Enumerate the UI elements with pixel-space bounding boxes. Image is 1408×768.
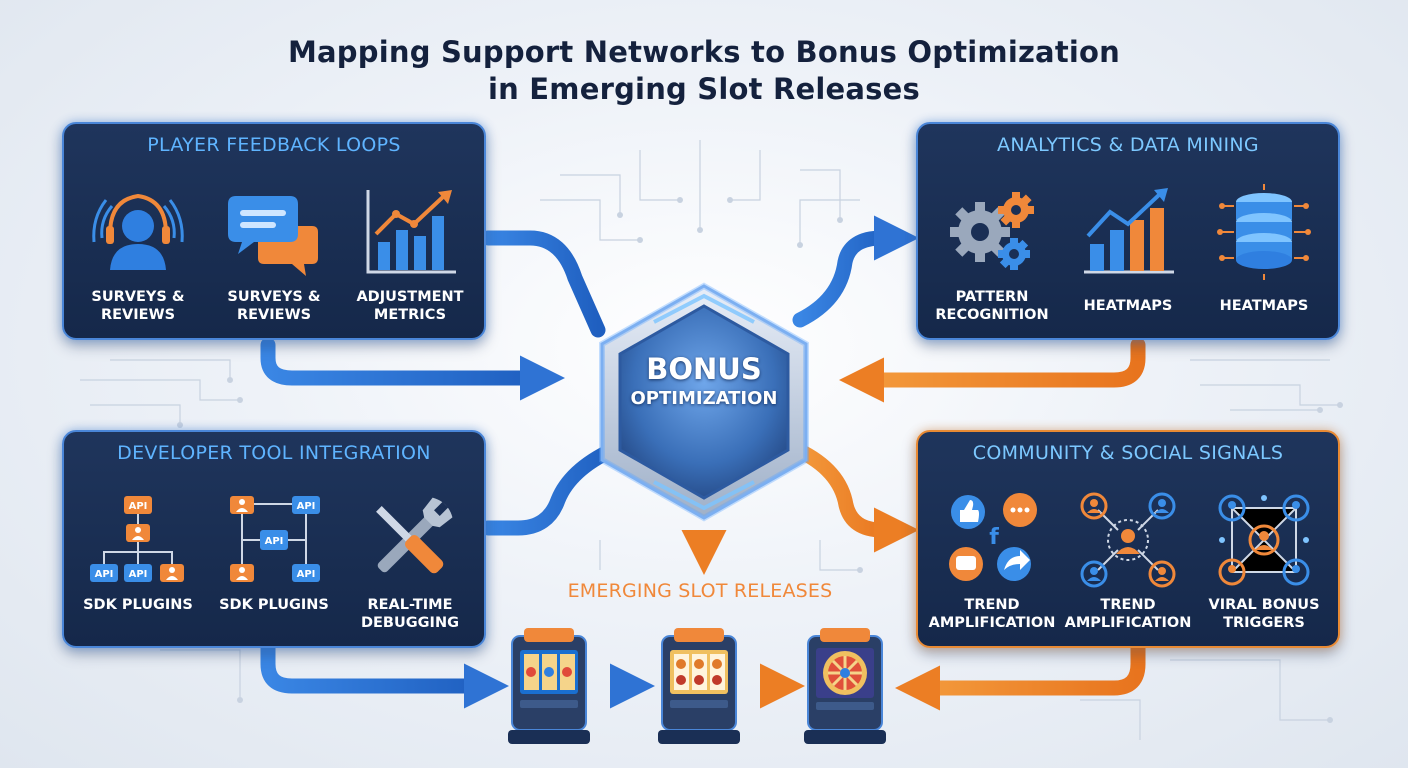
label-adjustment-metrics: Adjustment Metrics [356,289,464,323]
slot-machine-icon [508,628,590,744]
item-trend-amplification-1: f Trend Amplification [924,482,1060,642]
slot-machine-icon [658,628,740,744]
slot-machine-1 [504,626,594,751]
label-sdk-plugins-2: SDK Plugins [219,597,329,613]
social-media-icon: f [949,493,1037,581]
arrow-community-to-slots [895,640,1146,711]
api-text: API [297,501,316,512]
label-heatmaps-2: Heatmaps [1219,298,1309,314]
item-heatmaps-2: Heatmaps [1196,174,1332,334]
slot-machine-wheel-icon [804,628,886,744]
label-heatmaps-1: Heatmaps [1083,298,1173,314]
item-viral-bonus-triggers: Viral Bonus Triggers [1196,482,1332,642]
hub-title: BONUS [646,352,762,386]
label-surveys-reviews-1: Surveys & Reviews [91,289,185,323]
panel-title-community: COMMUNITY & SOCIAL SIGNALS [972,442,1284,464]
label-trend-amplification-1: Trend Amplification [928,597,1056,631]
api-text: API [129,501,148,512]
hexagon-hub-icon [599,282,809,522]
arrow-feedback-to-hub [480,230,606,338]
bar-chart-trend-icon [1084,188,1174,274]
slot-machine-3 [800,626,890,751]
item-pattern-recognition: Pattern Recognition [924,174,1060,334]
bonus-optimization-hub: BONUS OPTIMIZATION [584,282,824,522]
label-sdk-plugins-1: SDK Plugins [83,597,193,613]
panel-developer-tools: DEVELOPER TOOL INTEGRATION API API API S… [62,430,486,648]
label-viral-bonus-triggers: Viral Bonus Triggers [1208,597,1320,631]
label-real-time-debugging: Real-Time Debugging [360,597,459,631]
chat-bubbles-icon [228,196,318,276]
item-real-time-debugging: Real-Time Debugging [342,482,478,642]
label-surveys-reviews-2: Surveys & Reviews [227,289,321,323]
title-line-2: in Emerging Slot Releases [488,72,920,106]
title-line-1: Mapping Support Networks to Bonus Optimi… [287,35,1121,69]
arrow-analytics-to-hub [839,337,1146,403]
gears-icon [950,192,1034,270]
item-surveys-reviews-2: Surveys & Reviews [206,174,342,334]
arrow-hub-to-community [790,442,919,553]
database-network-icon [1217,184,1311,280]
page-title: Mapping Support Networks to Bonus Optimi… [0,34,1408,108]
item-trend-amplification-2: Trend Amplification [1060,482,1196,642]
panel-title-developer-tools: DEVELOPER TOOL INTEGRATION [117,442,431,464]
arrow-hub-to-analytics [792,215,919,328]
item-sdk-plugins-2: API API API SDK Plugins [206,482,342,642]
wrench-screwdriver-icon [376,497,453,574]
slot-machine-2 [654,626,744,751]
person-headset-icon [92,193,184,270]
circuit-lines [80,140,1340,740]
panel-analytics: ANALYTICS & DATA MINING [916,122,1340,340]
panel-player-feedback: PLAYER FEEDBACK LOOPS Surveys & Reviews … [62,122,486,340]
viral-network-icon [1218,494,1310,586]
svg-text:f: f [989,525,999,550]
api-tree-icon: API API API [90,496,184,582]
item-surveys-reviews: Surveys & Reviews [70,174,206,334]
bar-chart-trend-icon [366,190,456,274]
item-adjustment-metrics: Adjustment Metrics [342,174,478,334]
label-pattern-recognition: Pattern Recognition [935,289,1049,323]
api-text: API [129,569,148,580]
panel-title-analytics: ANALYTICS & DATA MINING [997,134,1259,156]
community-network-icon [1080,492,1176,588]
panel-title-player-feedback: PLAYER FEEDBACK LOOPS [147,134,401,156]
item-sdk-plugins-1: API API API SDK Plugins [70,482,206,642]
api-network-icon: API API API [230,496,320,582]
arrow-hub-to-devtools [480,442,620,536]
api-text: API [265,536,284,547]
api-text: API [297,569,316,580]
label-trend-amplification-2: Trend Amplification [1064,597,1192,631]
item-heatmaps-1: Heatmaps [1060,174,1196,334]
circuit-nodes [177,197,1343,723]
panel-community: COMMUNITY & SOCIAL SIGNALS f Trend Ampli… [916,430,1340,648]
arrow-feedback-down-to-hub [260,337,565,401]
hub-subtitle: OPTIMIZATION [630,388,778,409]
arrow-devtools-to-slots [260,640,509,709]
api-text: API [95,569,114,580]
emerging-slot-releases-label: EMERGING SLOT RELEASES [567,580,833,602]
